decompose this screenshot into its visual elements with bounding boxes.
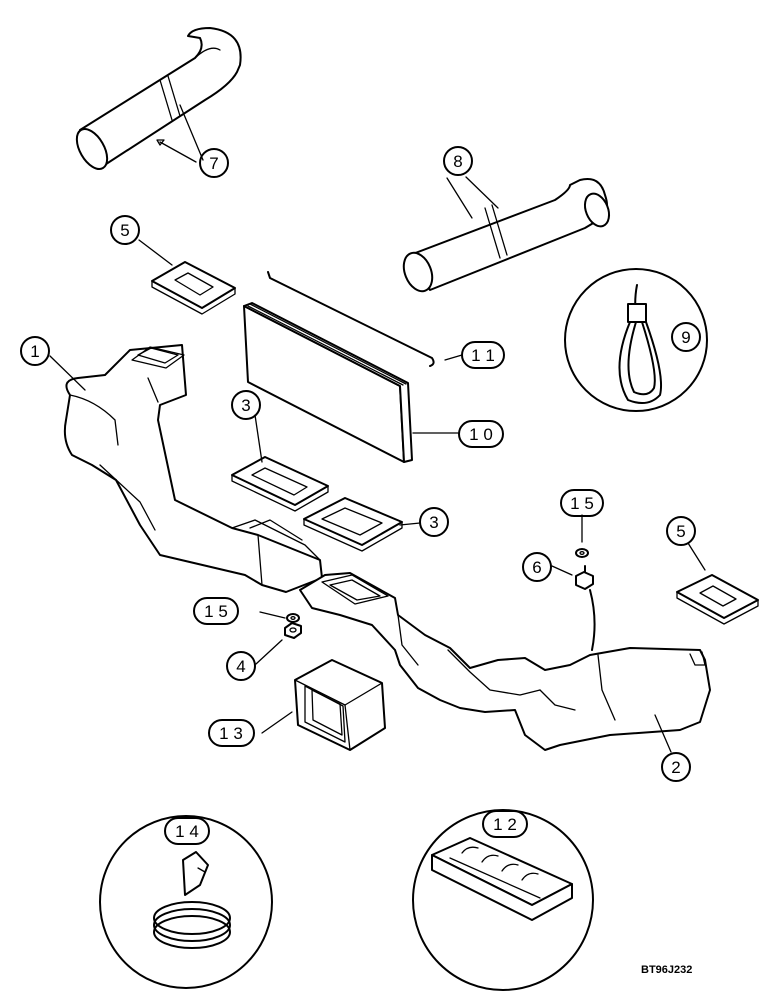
callout-label: 1 <box>30 342 39 361</box>
callout-5-right: 5 <box>666 516 696 546</box>
washer-15-left <box>286 613 300 623</box>
main-duct-2 <box>299 572 711 751</box>
callout-7: 7 <box>199 148 229 178</box>
callout-15-right: 1 5 <box>560 489 604 517</box>
callout-15-left: 1 5 <box>193 597 239 625</box>
main-duct-1 <box>63 344 323 593</box>
gasket-5-upper <box>151 261 236 315</box>
gasket-5-right <box>676 574 759 625</box>
callout-9: 9 <box>671 322 701 352</box>
callout-label: 8 <box>453 152 462 171</box>
callout-label: 3 <box>241 396 250 415</box>
callout-3-upper: 3 <box>231 390 261 420</box>
callout-label: 1 0 <box>469 425 493 444</box>
callout-label: 2 <box>671 758 680 777</box>
callout-6: 6 <box>522 552 552 582</box>
detail-circle-12 <box>412 809 594 991</box>
callout-label: 1 2 <box>493 815 517 834</box>
callout-13: 1 3 <box>208 719 255 747</box>
gasket-3-left <box>231 456 329 512</box>
nut-4 <box>284 622 302 639</box>
callout-label: 3 <box>429 513 438 532</box>
callout-label: 9 <box>681 328 690 347</box>
callout-label: 4 <box>236 657 245 676</box>
bolt-6 <box>575 565 594 590</box>
washer-15-right <box>575 548 589 558</box>
callout-label: 1 5 <box>204 602 228 621</box>
callout-4: 4 <box>226 651 256 681</box>
callout-12: 1 2 <box>482 810 528 838</box>
callout-2: 2 <box>661 752 691 782</box>
callout-1: 1 <box>20 336 50 366</box>
callout-label: 5 <box>676 522 685 541</box>
callout-8: 8 <box>443 146 473 176</box>
grille-frame-13 <box>294 659 386 751</box>
duct-tube-8 <box>402 178 611 293</box>
clip-rod-11 <box>267 271 435 367</box>
callout-label: 5 <box>120 221 129 240</box>
duct-tube-7 <box>75 27 242 170</box>
callout-label: 1 4 <box>175 822 199 841</box>
callout-label: 1 5 <box>570 494 594 513</box>
detail-circle-9 <box>564 268 708 412</box>
detail-circle-14 <box>99 815 273 989</box>
callout-label: 1 3 <box>219 724 243 743</box>
callout-10: 1 0 <box>458 420 504 448</box>
callout-14: 1 4 <box>164 817 210 845</box>
callout-11: 1 1 <box>461 341 505 369</box>
figure-reference: BT96J232 <box>641 964 692 976</box>
leader-lines <box>49 104 706 753</box>
callout-label: 7 <box>209 154 218 173</box>
filter-panel-10 <box>243 302 413 463</box>
callout-3-lower: 3 <box>419 507 449 537</box>
callout-5-upper: 5 <box>110 215 140 245</box>
gasket-3-right <box>303 497 403 552</box>
callout-label: 1 1 <box>471 346 495 365</box>
callout-label: 6 <box>532 558 541 577</box>
